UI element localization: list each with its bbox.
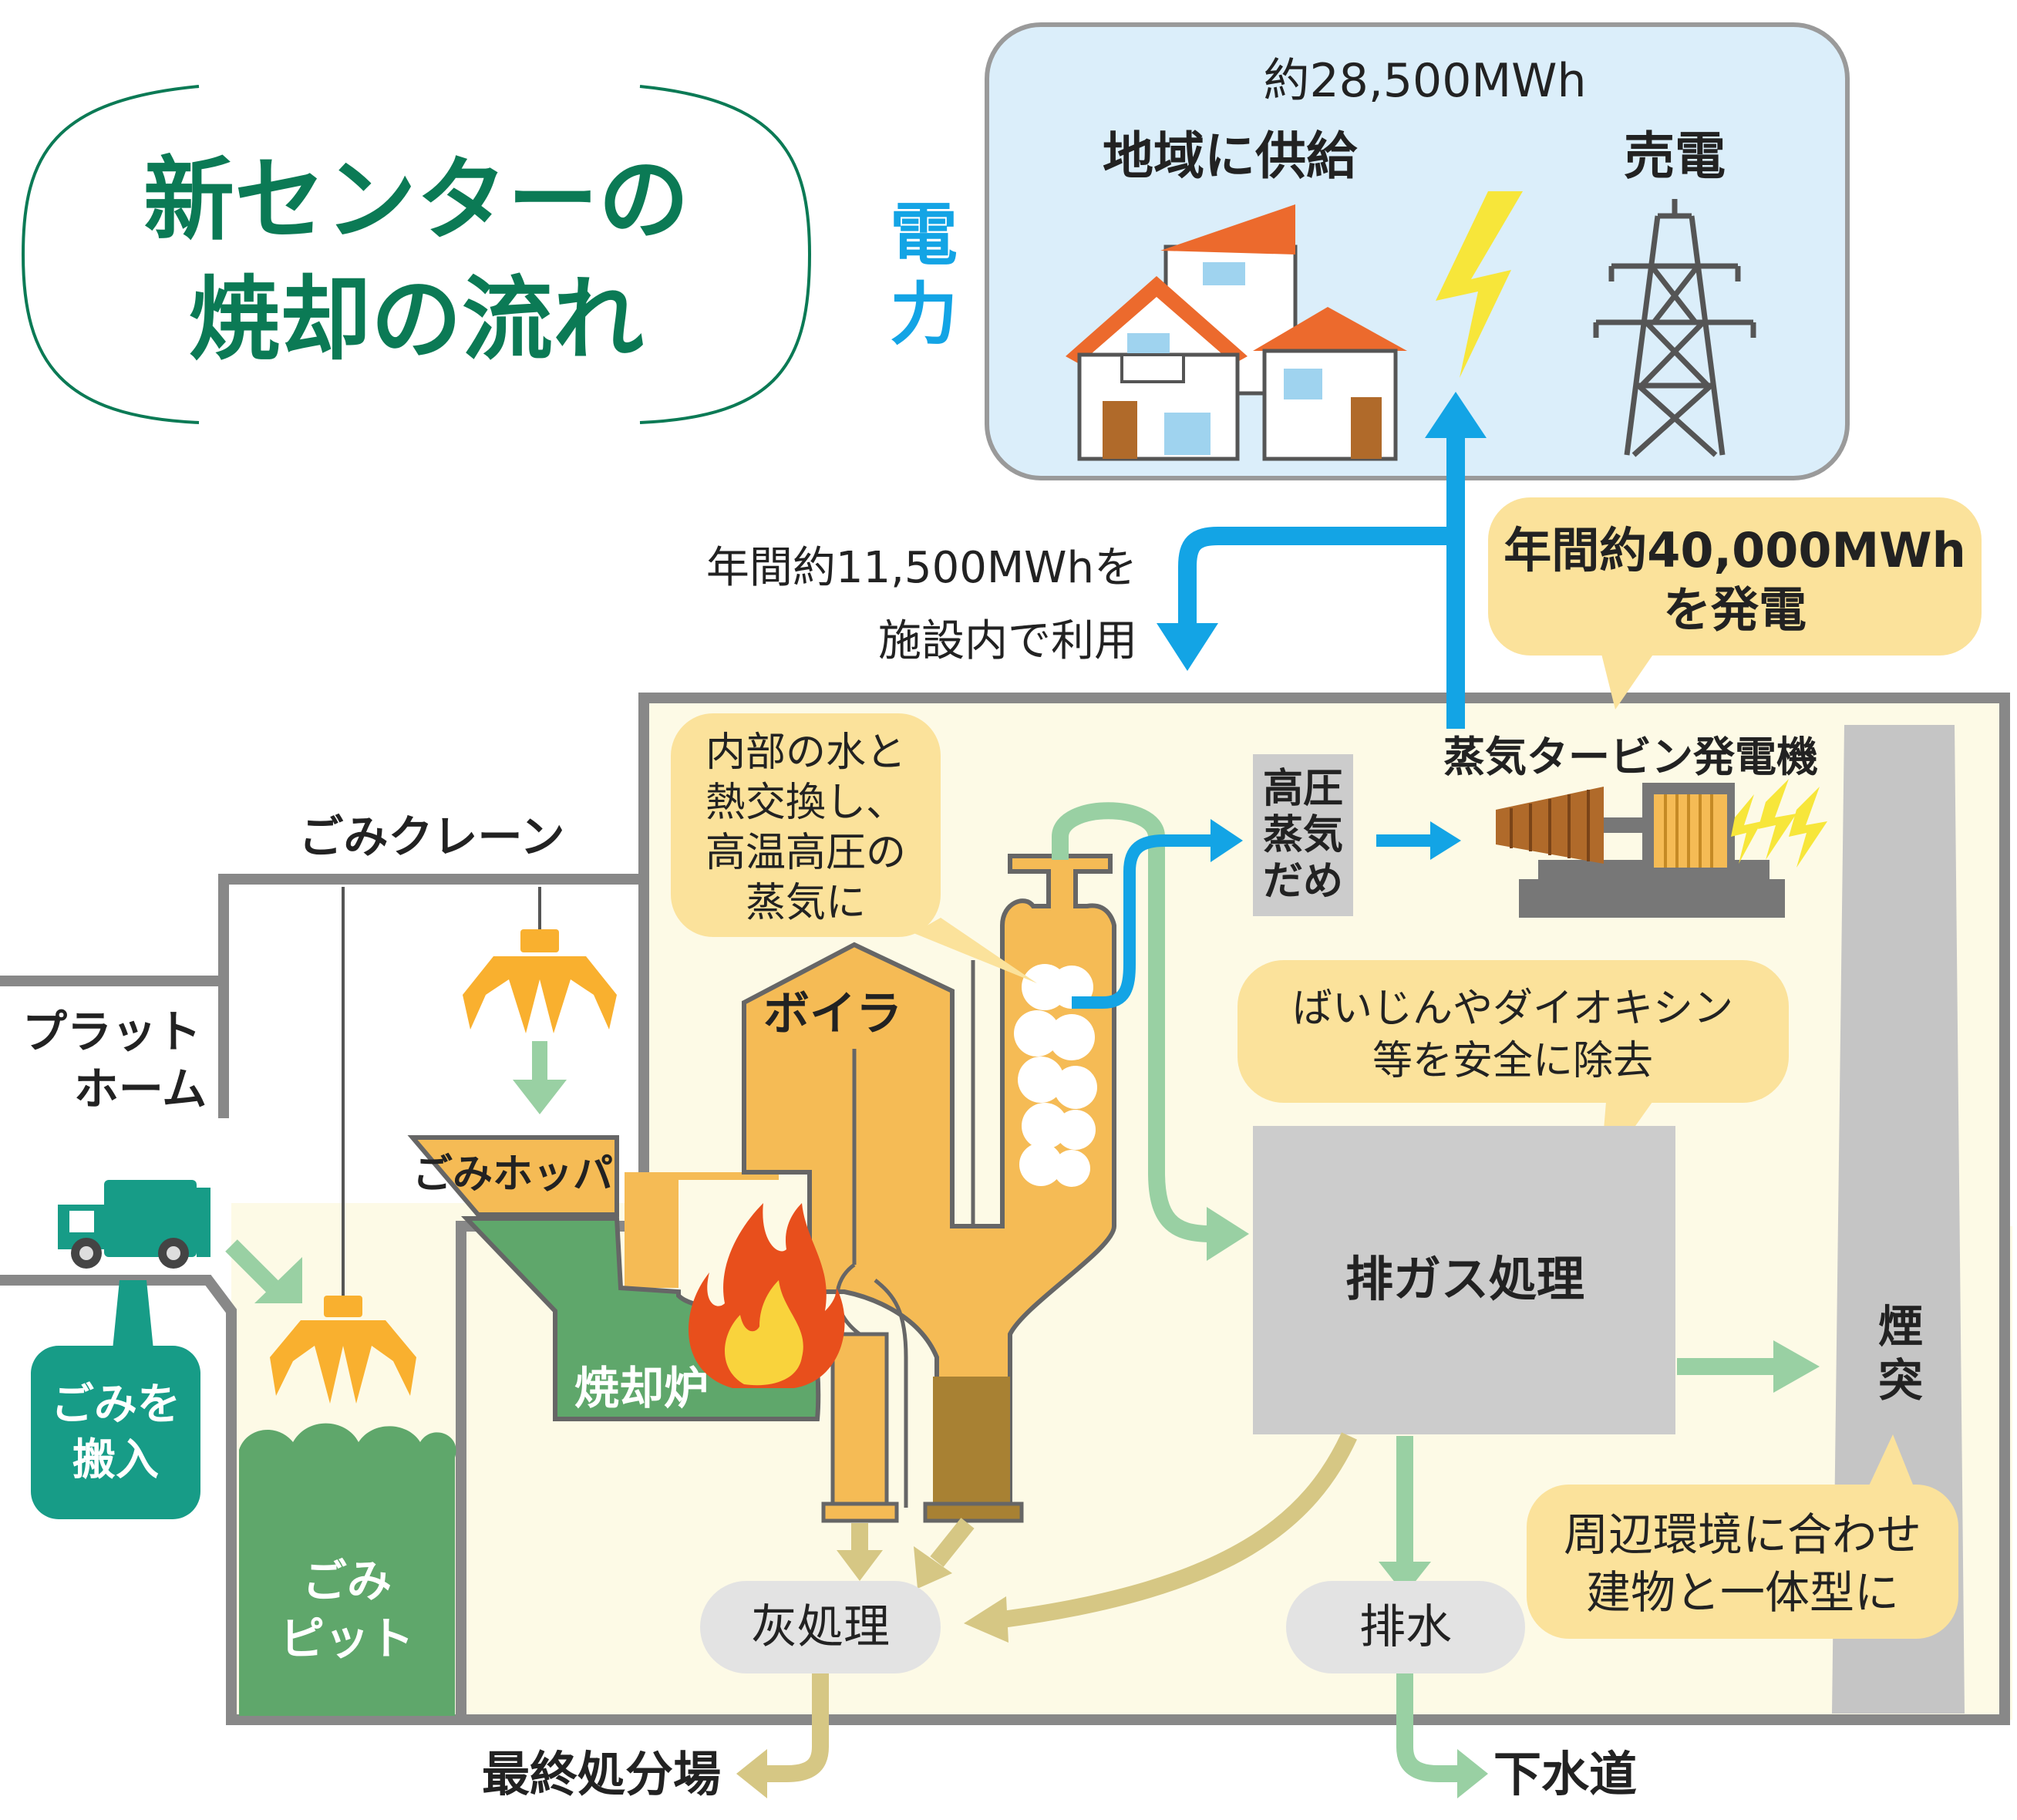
crane-grab-upper-icon bbox=[463, 929, 617, 1033]
garbage-pit: ごみ ピット bbox=[239, 1423, 456, 1716]
boiler-note-4: 蒸気に bbox=[746, 880, 866, 926]
pit-label-line2: ピット bbox=[280, 1613, 414, 1665]
power-supply-box: 約28,500MWh 地域に供給 売電 bbox=[985, 22, 1850, 480]
ash-label: 灰処理 bbox=[751, 1600, 890, 1654]
turbine-label: 蒸気タービン発電機 bbox=[1443, 733, 1818, 781]
garbage-truck-icon bbox=[58, 1180, 210, 1269]
steam-pipe-head bbox=[1211, 819, 1243, 862]
sewer-label: 下水道 bbox=[1493, 1746, 1637, 1802]
crane-label: ごみクレーン bbox=[298, 811, 564, 863]
garbage-hopper: ごみホッパ bbox=[407, 1135, 619, 1217]
ash-treatment: 灰処理 bbox=[700, 1581, 941, 1673]
power-line-internal-head bbox=[1157, 623, 1218, 671]
chimney: 煙 突 bbox=[1832, 725, 1965, 1714]
steam-drum-line2: 蒸気 bbox=[1263, 812, 1343, 858]
crane-grab-lower-icon bbox=[270, 1296, 416, 1404]
internal-use-line1: 年間約11,500MWhを bbox=[706, 543, 1137, 593]
arrow-drum-to-turbine-head bbox=[1430, 821, 1461, 860]
flame-icon bbox=[688, 1203, 845, 1388]
chimney-label-1: 煙 bbox=[1878, 1300, 1923, 1353]
title-area: 新センターの 焼却の流れ bbox=[21, 85, 812, 424]
chimney-note-1: 周辺環境に合わせ bbox=[1564, 1508, 1921, 1561]
truck-in-line1: ごみを bbox=[51, 1380, 180, 1430]
boiler-note-1: 内部の水と bbox=[705, 730, 906, 776]
arrow-boiler-to-gas bbox=[1052, 802, 1211, 1242]
arrow-ash-to-landfill-head bbox=[736, 1749, 767, 1798]
arrow-gas-to-drain-head bbox=[1379, 1562, 1431, 1595]
chimney-label-2: 突 bbox=[1878, 1354, 1923, 1407]
drain-label: 排水 bbox=[1359, 1600, 1452, 1654]
arrow-drain-to-sewer bbox=[1396, 1673, 1465, 1782]
landfill-label: 最終処分場 bbox=[482, 1746, 721, 1802]
arrow-crane-to-hopper bbox=[513, 1041, 567, 1114]
generation-callout: 年間約40,000MWh を発電 bbox=[1488, 497, 1982, 709]
generation-line2: を発電 bbox=[1663, 581, 1807, 638]
chimney-note-2: 建物と一体型に bbox=[1586, 1566, 1899, 1619]
crane-lines bbox=[342, 887, 541, 1303]
supply-sell-label: 売電 bbox=[1624, 126, 1726, 186]
internal-use-line2: 施設内で利用 bbox=[878, 616, 1137, 666]
arrow-boiler-to-gas-head bbox=[1207, 1207, 1249, 1261]
power-label-char2: 力 bbox=[890, 275, 958, 354]
supply-local-label: 地域に供給 bbox=[1103, 126, 1358, 186]
arrow-drain-to-sewer-head bbox=[1457, 1749, 1488, 1798]
title-line1: 新センターの bbox=[143, 147, 689, 253]
platform-label-line1: プラット bbox=[22, 1006, 201, 1058]
steam-cloud-icon bbox=[1014, 964, 1097, 1187]
ash-flows bbox=[837, 1432, 1357, 1643]
boiler-label: ボイラ bbox=[763, 987, 902, 1041]
arrow-gas-to-chimney-head bbox=[1773, 1340, 1820, 1393]
power-tower-icon bbox=[1593, 199, 1756, 457]
gas-treatment-label: 排ガス処理 bbox=[1345, 1251, 1584, 1307]
boiler-note-2: 熱交換し、 bbox=[705, 780, 906, 826]
gas-treatment-unit: 排ガス処理 bbox=[1253, 1126, 1675, 1434]
gas-note-1: ばいじんやダイオキシン bbox=[1292, 986, 1733, 1032]
steam-drum-line1: 高圧 bbox=[1263, 766, 1343, 812]
lightning-icon bbox=[1436, 191, 1523, 378]
power-label-char1: 電 bbox=[890, 195, 958, 275]
power-line-up-head bbox=[1425, 392, 1487, 438]
power-line-internal bbox=[1178, 527, 1456, 629]
drain: 排水 bbox=[1286, 1581, 1525, 1673]
houses-icon bbox=[1066, 204, 1407, 461]
steam-drum-line3: だめ bbox=[1263, 858, 1343, 905]
generation-line1: 年間約40,000MWh bbox=[1503, 522, 1965, 578]
truck-in-line2: 搬入 bbox=[72, 1435, 159, 1485]
supply-amount: 約28,500MWh bbox=[1263, 54, 1586, 108]
gas-note-2: 等を安全に除去 bbox=[1372, 1038, 1653, 1084]
truck-in-callout: ごみを 搬入 bbox=[31, 1280, 200, 1519]
steam-pipe bbox=[1072, 834, 1218, 1009]
pit-label-line1: ごみ bbox=[302, 1555, 392, 1607]
boiler-callout: 内部の水と 熱交換し、 高温高圧の 蒸気に bbox=[671, 713, 1037, 983]
platform-label-line2: ホーム bbox=[74, 1063, 207, 1115]
steam-drum: 高圧 蒸気 だめ bbox=[1253, 754, 1353, 916]
incinerator-label: 焼却炉 bbox=[574, 1362, 709, 1414]
boiler-note-3: 高温高圧の bbox=[705, 830, 906, 876]
hopper-label: ごみホッパ bbox=[412, 1151, 613, 1198]
chimney-callout: 周辺環境に合わせ 建物と一体型に bbox=[1527, 1434, 1958, 1639]
turbine-generator-icon bbox=[1496, 779, 1827, 918]
arrow-ash-to-landfill bbox=[759, 1673, 829, 1782]
arrow-truck-to-pit bbox=[225, 1239, 302, 1303]
gas-callout: ばいじんやダイオキシン 等を安全に除去 bbox=[1237, 960, 1789, 1176]
title-line2: 焼却の流れ bbox=[189, 266, 644, 372]
